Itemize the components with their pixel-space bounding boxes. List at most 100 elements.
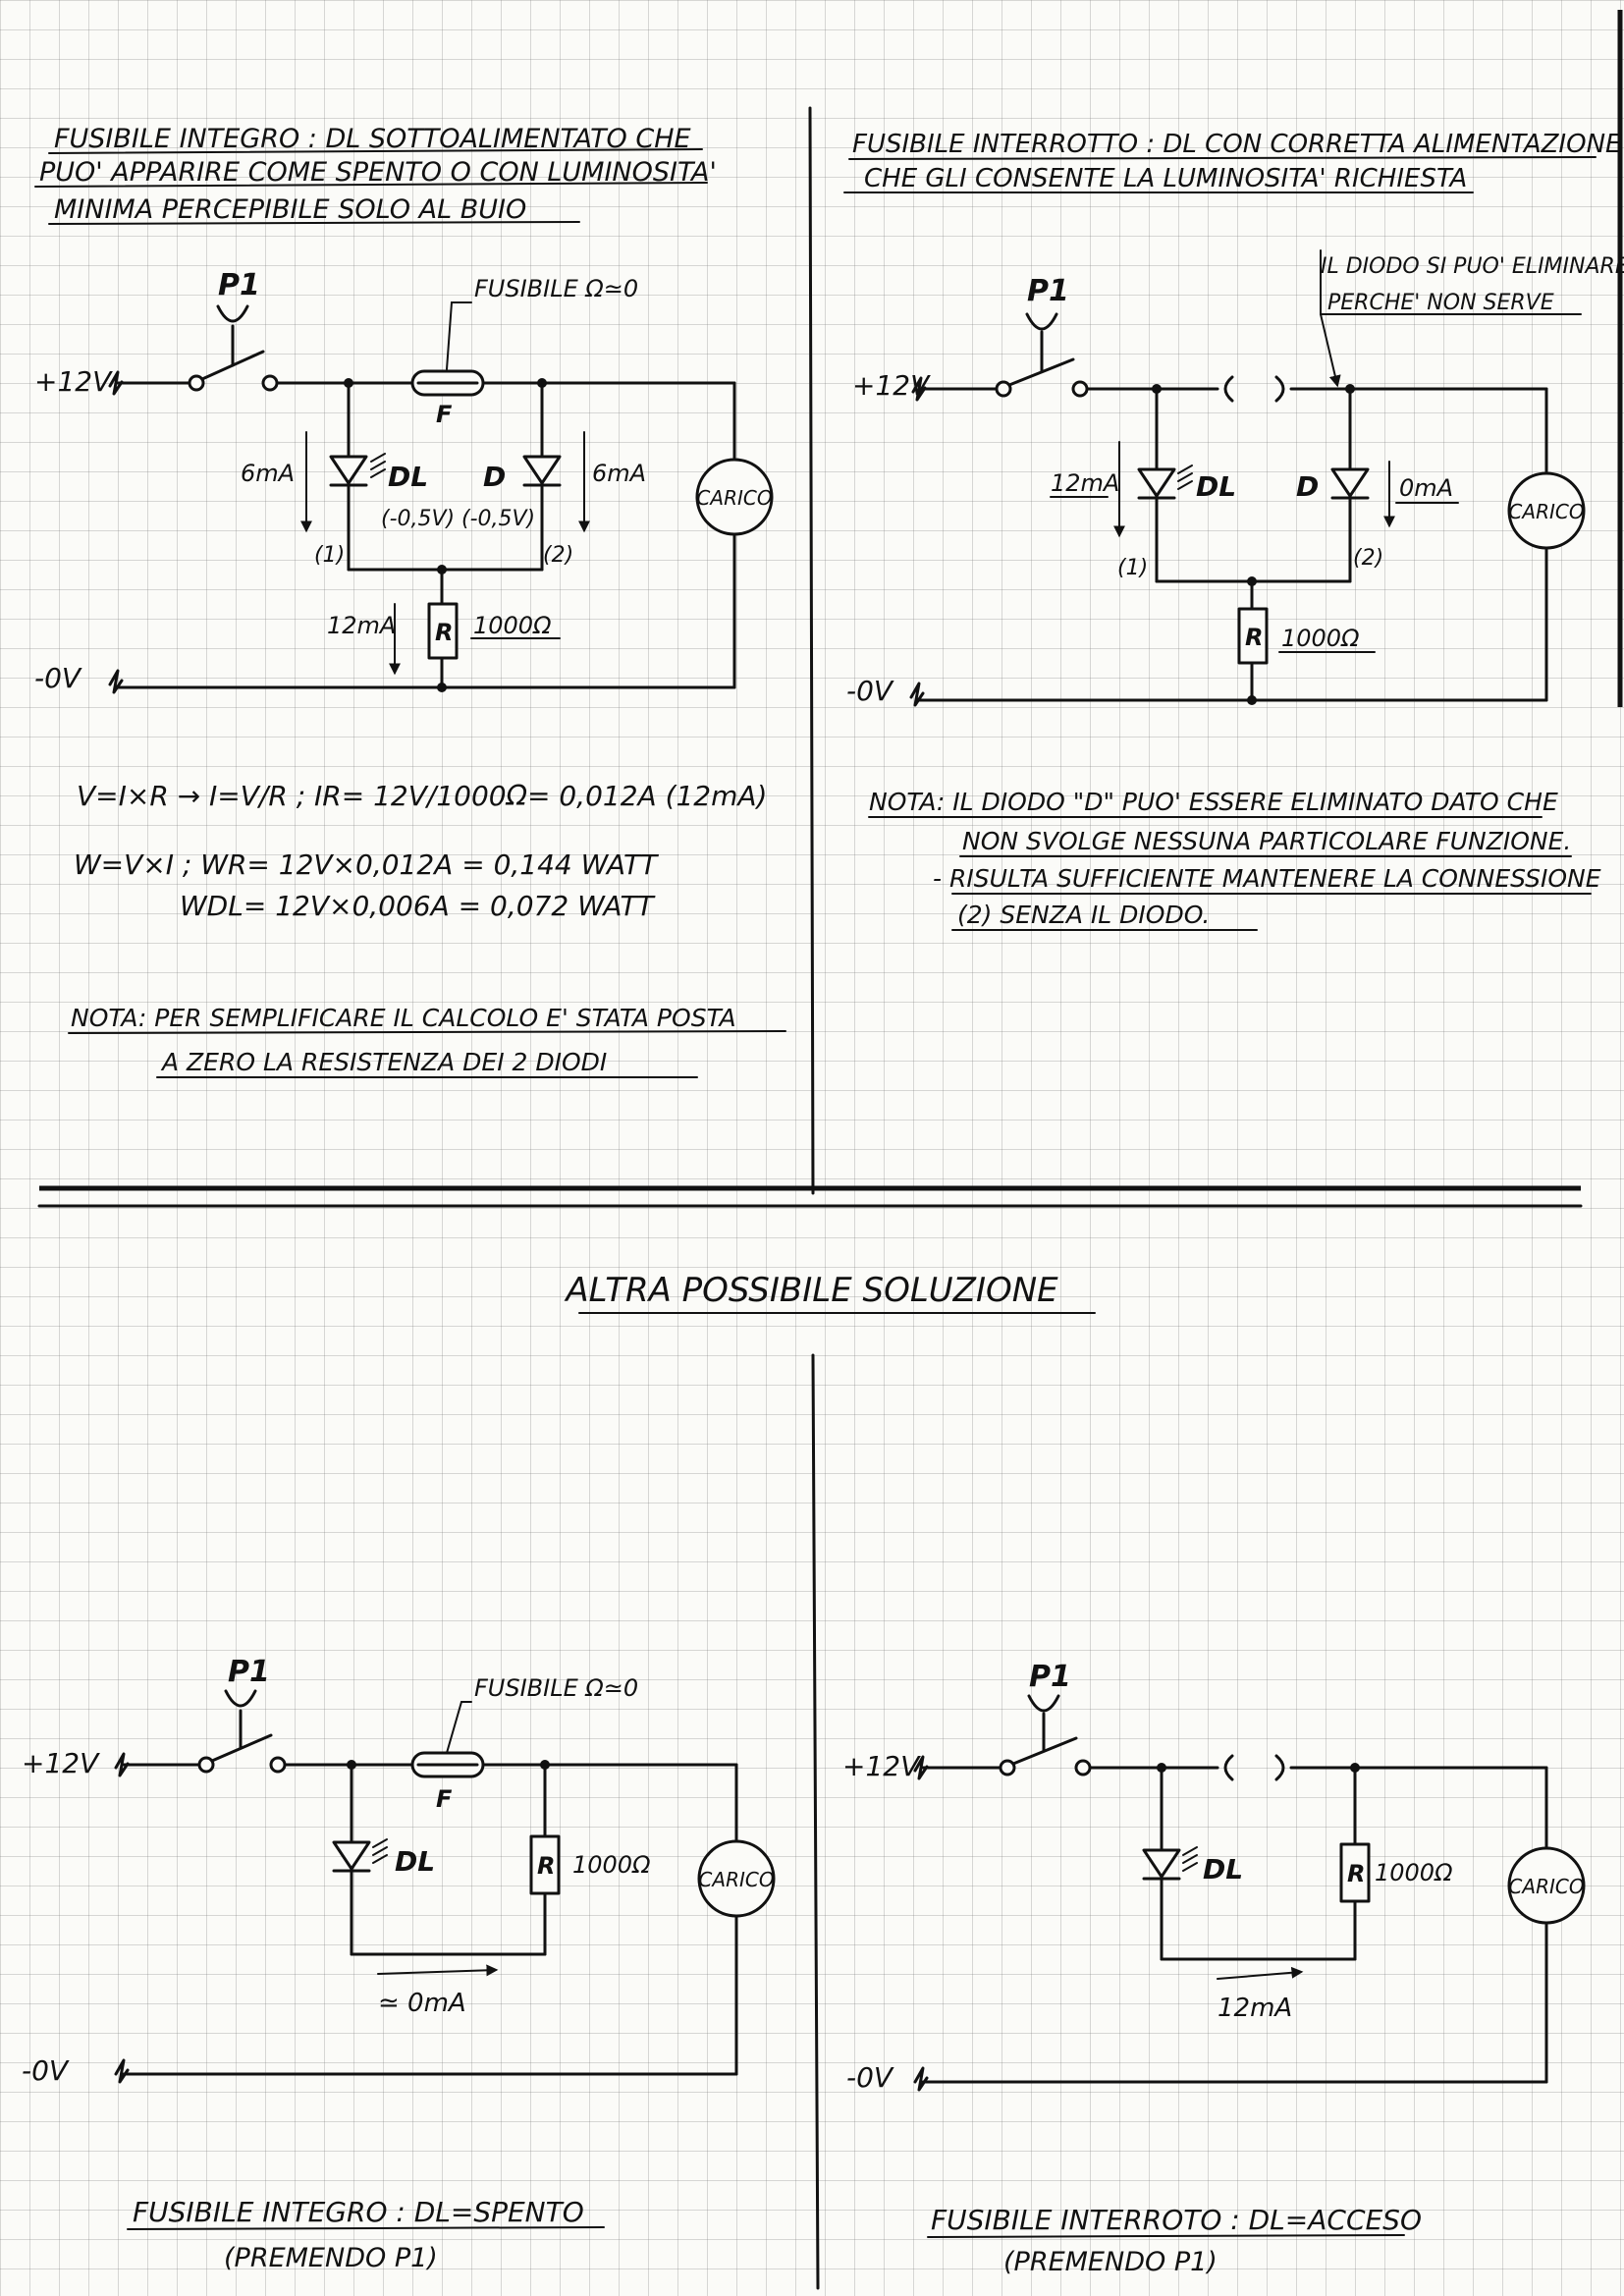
q3-load-label: CARICO bbox=[698, 1868, 774, 1891]
q2-title: FUSIBILE INTERROTTO : DL CON CORRETTA AL… bbox=[843, 130, 1622, 193]
q2-switch-p1: P1 bbox=[995, 274, 1089, 398]
q2-annotation-line-1: IL DIODO SI PUO' ELIMINARE bbox=[1321, 254, 1624, 279]
q2-dl-current: 12mA bbox=[1051, 469, 1119, 497]
q2-note-line-4: (2) SENZA IL DIODO. bbox=[957, 901, 1210, 929]
q3-supply-neg-label: -0V bbox=[22, 2054, 70, 2087]
q4-caption-line-2: (PREMENDO P1) bbox=[1003, 2247, 1218, 2277]
q1-supply-neg-label: -0V bbox=[34, 662, 82, 694]
q4-caption-line-1: FUSIBILE INTERROTO : DL=ACCESO bbox=[931, 2204, 1422, 2236]
q2-title-line-1: FUSIBILE INTERROTTO : DL CON CORRETTA AL… bbox=[852, 130, 1622, 159]
q1-fuse-letter: F bbox=[436, 401, 453, 428]
q1-circuit: +12V -0V P1 F FUSIBILE Ω≃0 bbox=[34, 268, 774, 694]
q2-note-line-3: - RISULTA SUFFICIENTE MANTENERE LA CONNE… bbox=[933, 864, 1601, 893]
q3-current: ≃ 0mA bbox=[378, 1989, 466, 2018]
q1-supply-pos-terminal bbox=[108, 370, 124, 396]
q4-supply-neg-terminal bbox=[913, 2066, 929, 2092]
q3-caption: FUSIBILE INTEGRO : DL=SPENTO (PREMENDO P… bbox=[127, 2196, 605, 2273]
q4-load-label: CARICO bbox=[1508, 1875, 1584, 1898]
q2-note-line-2: NON SVOLGE NESSUNA PARTICOLARE FUNZIONE. bbox=[962, 827, 1571, 855]
q2-d-current: 0mA bbox=[1399, 474, 1453, 502]
q4-circuit: +12V -0V P1 DL bbox=[842, 1660, 1586, 2094]
q2-load-label: CARICO bbox=[1508, 500, 1584, 523]
q1-note-line-1: NOTA: PER SEMPLIFICARE IL CALCOLO E' STA… bbox=[71, 1004, 736, 1032]
q3-led-dl bbox=[332, 1838, 388, 1873]
q2-branch-2-label: (2) bbox=[1353, 546, 1383, 571]
sheet-dividers bbox=[37, 10, 1623, 2290]
q1-fuse: F FUSIBILE Ω≃0 bbox=[410, 275, 638, 428]
q3-fuse: F FUSIBILE Ω≃0 bbox=[410, 1674, 638, 1813]
q1-branch-1-label: (1) bbox=[314, 543, 345, 568]
q2-title-line-2: CHE GLI CONSENTE LA LUMINOSITA' RICHIEST… bbox=[864, 164, 1467, 193]
q3-fuse-label: FUSIBILE Ω≃0 bbox=[474, 1674, 638, 1702]
q3-p1-label: P1 bbox=[228, 1655, 270, 1689]
q1-led-dl bbox=[329, 453, 386, 487]
q3-resistor: R bbox=[529, 1834, 561, 1895]
q1-dl-voltage: (-0,5V) bbox=[381, 507, 455, 531]
q2-supply-neg-label: -0V bbox=[846, 675, 894, 707]
q1-branch-2-label: (2) bbox=[543, 543, 573, 568]
q2-supply-neg-terminal bbox=[909, 682, 925, 707]
q4-supply-neg-label: -0V bbox=[846, 2061, 894, 2094]
q3-r-value: 1000Ω bbox=[572, 1851, 651, 1879]
q2-diode-d bbox=[1330, 467, 1370, 500]
q1-load-label: CARICO bbox=[696, 486, 772, 510]
q4-switch-p1: P1 bbox=[999, 1660, 1092, 1777]
q1-r-value: 1000Ω bbox=[473, 612, 552, 639]
q1-title-line-3: MINIMA PERCEPIBILE SOLO AL BUIO bbox=[54, 194, 526, 225]
q1-formula-power-dl: WDL= 12V×0,006A = 0,072 WATT bbox=[180, 890, 656, 922]
q3-current-arrow bbox=[377, 1964, 499, 1977]
q2-d-label: D bbox=[1296, 470, 1319, 503]
q1-p1-label: P1 bbox=[218, 268, 260, 302]
q3-load-carico: CARICO bbox=[697, 1839, 776, 1918]
q4-led-dl bbox=[1142, 1846, 1198, 1881]
q1-load-carico: CARICO bbox=[695, 458, 774, 536]
q1-formula-ohm: V=I×R → I=V/R ; IR= 12V/1000Ω= 0,012A (1… bbox=[77, 780, 767, 812]
q3-circuit: +12V -0V P1 F FUSIBILE Ω≃0 bbox=[22, 1655, 776, 2087]
q1-d-label: D bbox=[483, 461, 506, 493]
q1-supply-neg-terminal bbox=[108, 669, 124, 694]
q1-title: FUSIBILE INTEGRO : DL SOTTOALIMENTATO CH… bbox=[34, 124, 717, 225]
q4-supply-pos-terminal bbox=[913, 1755, 929, 1780]
q4-r-value: 1000Ω bbox=[1375, 1859, 1453, 1886]
q2-resistor: R bbox=[1237, 607, 1269, 665]
q2-annotation-line-2: PERCHE' NON SERVE bbox=[1327, 291, 1554, 315]
q1-diode-d bbox=[522, 455, 562, 487]
q4-caption: FUSIBILE INTERROTO : DL=ACCESO (PREMENDO… bbox=[927, 2204, 1422, 2277]
q1-dl-label: DL bbox=[388, 461, 428, 493]
q4-supply-pos-label: +12V bbox=[842, 1750, 921, 1782]
q1-supply-pos-label: +12V bbox=[34, 365, 113, 398]
q1-note: NOTA: PER SEMPLIFICARE IL CALCOLO E' STA… bbox=[68, 1004, 786, 1078]
q2-p1-label: P1 bbox=[1027, 274, 1069, 308]
q4-r-letter: R bbox=[1347, 1860, 1365, 1887]
q4-p1-label: P1 bbox=[1029, 1660, 1071, 1694]
q3-dl-label: DL bbox=[395, 1845, 435, 1878]
q4-current: 12mA bbox=[1218, 1994, 1292, 2023]
q2-branch-1-label: (1) bbox=[1117, 556, 1148, 580]
q1-formulas: V=I×R → I=V/R ; IR= 12V/1000Ω= 0,012A (1… bbox=[74, 780, 767, 922]
q2-load-carico: CARICO bbox=[1507, 471, 1586, 550]
q3-supply-neg-terminal bbox=[114, 2058, 130, 2084]
q2-dl-label: DL bbox=[1196, 470, 1236, 503]
q1-dl-current: 6mA bbox=[241, 460, 295, 487]
q2-r-value: 1000Ω bbox=[1281, 625, 1360, 652]
q1-d-voltage: (-0,5V) bbox=[461, 507, 535, 531]
q4-resistor: R bbox=[1339, 1842, 1371, 1903]
q2-supply-pos-terminal bbox=[911, 376, 927, 402]
q1-resistor: R bbox=[427, 602, 459, 660]
q2-fuse-blown bbox=[1223, 375, 1285, 403]
q1-r-letter: R bbox=[435, 619, 453, 646]
q1-note-line-2: A ZERO LA RESISTENZA DEI 2 DIODI bbox=[160, 1048, 607, 1076]
q3-fuse-letter: F bbox=[436, 1785, 453, 1813]
q3-caption-line-1: FUSIBILE INTEGRO : DL=SPENTO bbox=[133, 2196, 584, 2228]
q3-supply-pos-terminal bbox=[114, 1752, 130, 1777]
q2-annotation: IL DIODO SI PUO' ELIMINARE PERCHE' NON S… bbox=[1320, 249, 1624, 388]
q4-current-arrow bbox=[1217, 1966, 1304, 1980]
q3-supply-pos-label: +12V bbox=[22, 1747, 100, 1779]
q2-led-dl bbox=[1137, 465, 1193, 500]
q3-switch-p1: P1 bbox=[197, 1655, 287, 1774]
q1-fuse-label: FUSIBILE Ω≃0 bbox=[474, 275, 638, 302]
q1-r-current: 12mA bbox=[327, 612, 396, 639]
q1-d-current: 6mA bbox=[592, 460, 646, 487]
q2-note: NOTA: IL DIODO "D" PUO' ESSERE ELIMINATO… bbox=[868, 788, 1601, 931]
